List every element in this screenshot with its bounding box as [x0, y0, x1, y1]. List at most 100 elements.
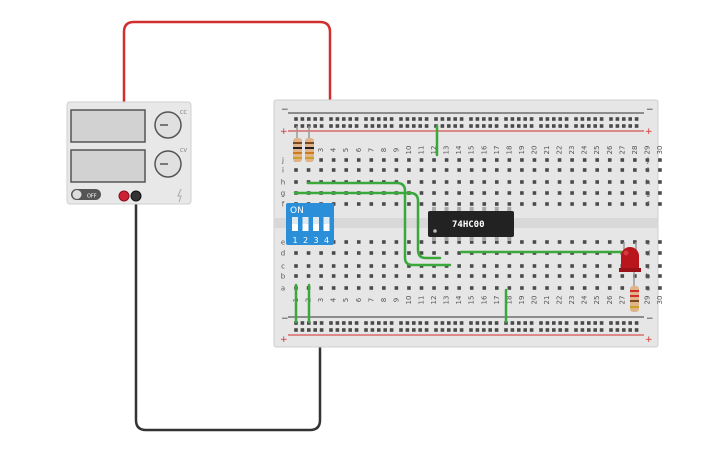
- hole-f17[interactable]: [495, 202, 499, 206]
- hole-d9[interactable]: [394, 251, 399, 255]
- hole-b11[interactable]: [419, 274, 424, 278]
- hole-h28[interactable]: [633, 180, 637, 184]
- hole-h11[interactable]: [419, 180, 424, 184]
- rail-hole[interactable]: [342, 117, 346, 121]
- rail-hole[interactable]: [599, 328, 604, 332]
- rail-hole[interactable]: [329, 328, 333, 332]
- rail-hole[interactable]: [412, 124, 416, 128]
- hole-a6[interactable]: [356, 286, 361, 290]
- rail-hole[interactable]: [488, 328, 492, 332]
- hole-d29[interactable]: [645, 251, 650, 255]
- rail-hole[interactable]: [342, 124, 346, 128]
- hole-b21[interactable]: [545, 274, 549, 278]
- rail-hole[interactable]: [329, 124, 333, 128]
- hole-e30[interactable]: [658, 240, 662, 244]
- rail-hole[interactable]: [469, 124, 473, 128]
- rail-hole[interactable]: [517, 328, 521, 332]
- hole-j7[interactable]: [369, 158, 374, 162]
- rail-hole[interactable]: [488, 124, 492, 128]
- rail-hole[interactable]: [599, 321, 604, 325]
- hole-a7[interactable]: [369, 286, 374, 290]
- hole-b5[interactable]: [344, 274, 348, 278]
- rail-hole[interactable]: [300, 117, 305, 121]
- hole-b23[interactable]: [570, 274, 574, 278]
- rail-hole[interactable]: [377, 321, 381, 325]
- rail-hole[interactable]: [609, 328, 613, 332]
- rail-hole[interactable]: [564, 124, 569, 128]
- hole-i26[interactable]: [607, 168, 612, 172]
- rail-hole[interactable]: [342, 328, 346, 332]
- rail-hole[interactable]: [482, 321, 486, 325]
- hole-f24[interactable]: [582, 202, 587, 206]
- hole-c17[interactable]: [495, 264, 499, 268]
- rail-hole[interactable]: [517, 321, 521, 325]
- rail-hole[interactable]: [504, 328, 508, 332]
- hole-i12[interactable]: [432, 168, 436, 172]
- hole-f16[interactable]: [482, 202, 487, 206]
- resistor-led[interactable]: [630, 272, 639, 312]
- hole-a30[interactable]: [658, 286, 662, 290]
- hole-b3[interactable]: [319, 274, 323, 278]
- hole-c1[interactable]: [294, 264, 298, 268]
- hole-e27[interactable]: [620, 240, 625, 244]
- hole-i2[interactable]: [306, 168, 311, 172]
- hole-i24[interactable]: [582, 168, 587, 172]
- hole-h15[interactable]: [469, 180, 474, 184]
- hole-e15[interactable]: [469, 240, 474, 244]
- rail-hole[interactable]: [529, 124, 534, 128]
- rail-hole[interactable]: [383, 124, 387, 128]
- hole-i17[interactable]: [495, 168, 499, 172]
- hole-g18[interactable]: [507, 191, 512, 195]
- rail-hole[interactable]: [469, 328, 473, 332]
- rail-hole[interactable]: [434, 117, 438, 121]
- led-red[interactable]: [619, 242, 641, 272]
- rail-hole[interactable]: [552, 321, 556, 325]
- hole-i11[interactable]: [419, 168, 424, 172]
- rail-hole[interactable]: [475, 321, 480, 325]
- power-switch[interactable]: OFF: [71, 189, 101, 200]
- hole-h1[interactable]: [294, 180, 298, 184]
- rail-hole[interactable]: [294, 117, 298, 121]
- hole-i22[interactable]: [557, 168, 562, 172]
- rail-hole[interactable]: [475, 328, 480, 332]
- rail-hole[interactable]: [539, 321, 543, 325]
- hole-d14[interactable]: [457, 251, 461, 255]
- rail-hole[interactable]: [475, 124, 480, 128]
- hole-e24[interactable]: [582, 240, 587, 244]
- rail-hole[interactable]: [354, 117, 359, 121]
- rail-hole[interactable]: [453, 124, 457, 128]
- hole-j9[interactable]: [394, 158, 399, 162]
- rail-hole[interactable]: [329, 117, 333, 121]
- positive-terminal[interactable]: [118, 190, 130, 202]
- hole-a12[interactable]: [432, 286, 436, 290]
- rail-hole[interactable]: [300, 328, 305, 332]
- resistor-2[interactable]: [305, 126, 314, 162]
- hole-i5[interactable]: [344, 168, 348, 172]
- hole-g22[interactable]: [557, 191, 562, 195]
- rail-hole[interactable]: [609, 117, 613, 121]
- hole-g24[interactable]: [582, 191, 587, 195]
- rail-hole[interactable]: [424, 321, 429, 325]
- hole-j20[interactable]: [532, 158, 537, 162]
- hole-e25[interactable]: [595, 240, 599, 244]
- rail-hole[interactable]: [335, 124, 340, 128]
- hole-b24[interactable]: [582, 274, 587, 278]
- hole-e21[interactable]: [545, 240, 549, 244]
- hole-g13[interactable]: [444, 191, 449, 195]
- hole-c29[interactable]: [645, 264, 650, 268]
- hole-d5[interactable]: [344, 251, 348, 255]
- rail-hole[interactable]: [634, 124, 639, 128]
- rail-hole[interactable]: [405, 117, 410, 121]
- hole-f15[interactable]: [469, 202, 474, 206]
- rail-hole[interactable]: [319, 117, 324, 121]
- rail-hole[interactable]: [335, 321, 340, 325]
- hole-b27[interactable]: [620, 274, 625, 278]
- hole-a19[interactable]: [520, 286, 524, 290]
- hole-d3[interactable]: [319, 251, 323, 255]
- hole-b13[interactable]: [444, 274, 449, 278]
- hole-j21[interactable]: [545, 158, 549, 162]
- hole-b6[interactable]: [356, 274, 361, 278]
- rail-hole[interactable]: [545, 328, 550, 332]
- hole-d8[interactable]: [382, 251, 386, 255]
- rail-hole[interactable]: [348, 321, 352, 325]
